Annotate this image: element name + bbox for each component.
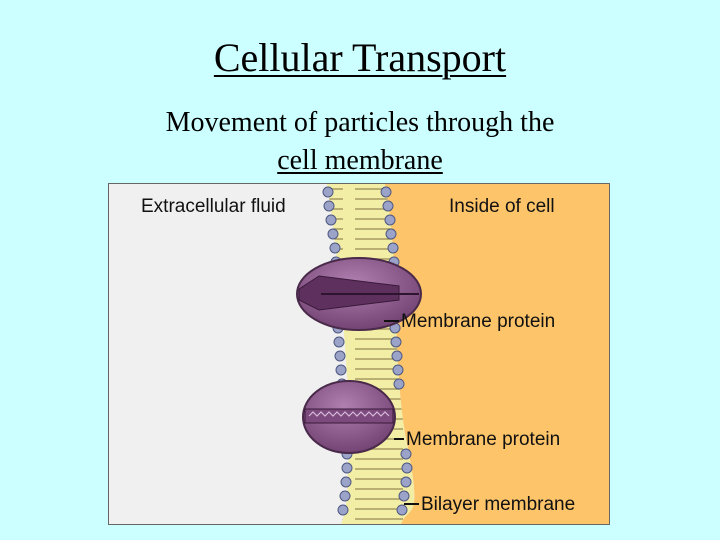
slide-subtitle: Movement of particles through the cell m… — [0, 104, 720, 180]
label-membrane-protein-bottom: Membrane protein — [406, 429, 560, 450]
slide-title: Cellular Transport — [0, 34, 720, 81]
subtitle-line-1: Movement of particles through the — [0, 104, 720, 142]
subtitle-line-2: cell membrane — [277, 145, 443, 176]
membrane-protein-bottom — [303, 381, 395, 453]
label-bilayer-membrane: Bilayer membrane — [421, 494, 575, 515]
label-membrane-protein-top: Membrane protein — [401, 311, 555, 332]
cytoplasm-region — [379, 184, 609, 524]
slide-title-text: Cellular Transport — [214, 35, 506, 80]
label-extracellular-fluid: Extracellular fluid — [141, 196, 286, 217]
membrane-diagram: Extracellular fluid Inside of cell Membr… — [108, 183, 610, 525]
label-inside-of-cell: Inside of cell — [449, 196, 555, 217]
membrane-diagram-svg: Extracellular fluid Inside of cell Membr… — [109, 184, 609, 524]
